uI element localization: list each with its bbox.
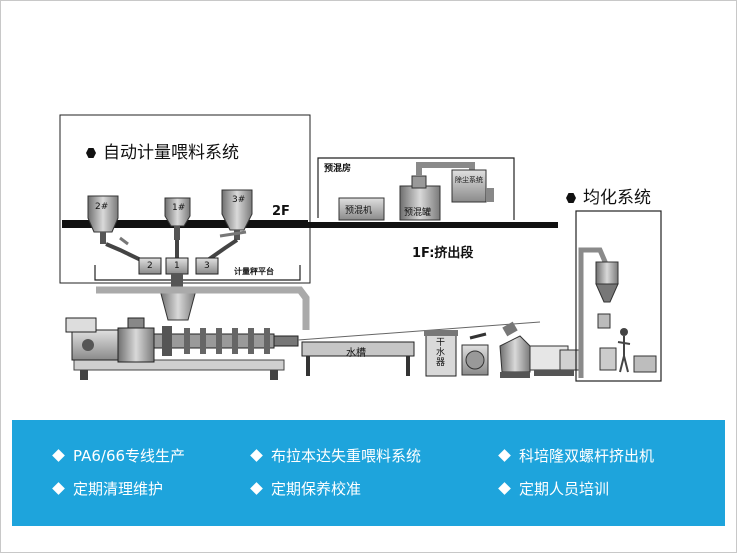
blower [461, 332, 489, 376]
auto-feeding-box [59, 114, 311, 284]
homogenize-silo [595, 261, 619, 303]
feature-brabender-feeder: 布拉本达失重喂料系统 [250, 445, 421, 466]
diamond-bullet-icon [250, 449, 263, 462]
extruder-feed-hopper [159, 289, 197, 321]
scale-2 [138, 257, 162, 275]
water-tank [301, 341, 415, 376]
hopper-3 [221, 189, 253, 240]
hopper-1 [164, 197, 191, 240]
diamond-bullet-icon [250, 482, 263, 495]
diamond-bullet-icon [498, 482, 511, 495]
scale-1-label: 1 [174, 261, 180, 271]
scale-2-label: 2 [147, 261, 153, 271]
feature-calibration: 定期保养校准 [250, 478, 361, 499]
pelletizer [499, 321, 531, 378]
hopper-2 [87, 195, 119, 244]
premix-room-box [317, 157, 515, 220]
diamond-bullet-icon [498, 449, 511, 462]
extruder-base [73, 359, 285, 371]
extruder-barrel [153, 326, 299, 356]
vibrating-screen [529, 345, 581, 376]
dust-outlet [486, 188, 494, 202]
dust-removal-label: 除尘系统 [455, 176, 483, 184]
auto-feeding-title: 自动计量喂料系统 [86, 138, 239, 163]
scale-3-label: 3 [204, 261, 210, 271]
overhead-pipe [96, 286, 310, 330]
diamond-bullet-icon [52, 482, 65, 495]
hexagon-bullet-icon [86, 148, 96, 158]
extruder-gearbox [117, 317, 155, 363]
features-band: PA6/66专线生产 布拉本达失重喂料系统 科培隆双螺杆挤出机 定期清理维护 定… [12, 420, 725, 526]
strand-line [297, 321, 541, 341]
floor-2f-slab-right [308, 222, 558, 228]
hopper-2-label: 2# [95, 202, 109, 212]
main-feed-tube [171, 274, 183, 290]
feature-training: 定期人员培训 [498, 478, 609, 499]
scale-platform [94, 265, 301, 281]
scale-3 [195, 257, 219, 275]
dust-pipe [416, 162, 475, 176]
diamond-bullet-icon [52, 449, 65, 462]
production-line-diagram [59, 114, 662, 382]
premix-tank [399, 175, 441, 221]
feed-pipe-3 [203, 238, 239, 264]
hexagon-bullet-icon [566, 193, 576, 203]
premix-tank-label: 预混罐 [404, 208, 432, 218]
homogenize-box [575, 210, 662, 382]
platform-label: 计量秤平台 [234, 267, 274, 276]
premixer-label: 预混机 [345, 206, 373, 216]
homogenize-pipe [578, 247, 609, 378]
premixer [338, 197, 385, 221]
premix-room-label: 预混房 [324, 164, 352, 174]
hopper-3-label: 3# [232, 195, 246, 205]
extruder-motor [65, 317, 119, 361]
dryer-label: 干水器 [436, 338, 446, 368]
packing-station [597, 313, 657, 373]
feature-cleaning: 定期清理维护 [52, 478, 163, 499]
hopper-1-label: 1# [172, 203, 186, 213]
homogenize-title: 均化系统 [566, 183, 651, 208]
feed-pipe-2 [105, 242, 146, 264]
water-tank-label: 水槽 [346, 348, 366, 359]
feature-pa-line: PA6/66专线生产 [52, 445, 185, 466]
dust-collector [451, 169, 487, 203]
dryer [424, 330, 458, 377]
feature-coperion-extruder: 科培隆双螺杆挤出机 [498, 445, 654, 466]
floor-2f-label: 2F [272, 204, 290, 219]
floor-1f-label: 1F:挤出段 [412, 246, 474, 261]
auger-lines [119, 230, 247, 246]
